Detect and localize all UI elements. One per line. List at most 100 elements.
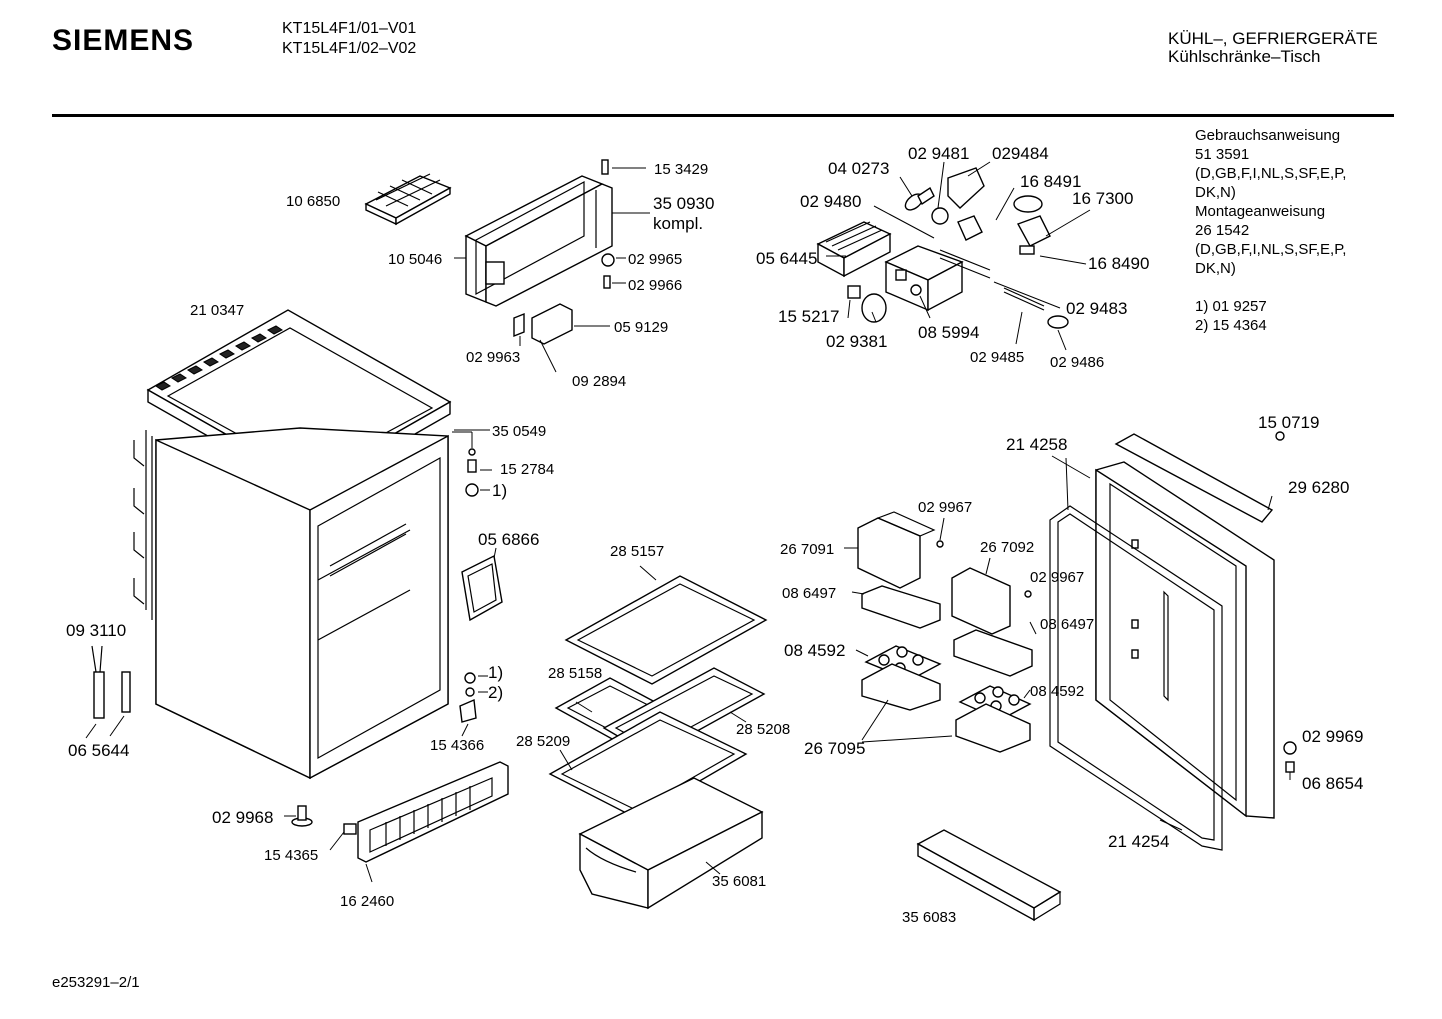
part-label: 05 6445 xyxy=(756,249,817,268)
part-label: 09 3110 xyxy=(66,621,126,640)
part-label: 21 4254 xyxy=(1108,832,1169,851)
door-shelf-086497-b xyxy=(953,621,1037,677)
part-label: 16 8490 xyxy=(1088,254,1149,273)
note-line: (D,GB,F,I,NL,S,SF,E,P, xyxy=(1195,241,1347,258)
note-line: 26 1542 xyxy=(1195,222,1250,239)
model-number-1: KT15L4F1/01–V01 xyxy=(282,20,417,37)
part-label: 08 6497 xyxy=(782,585,836,602)
part-label: 15 2784 xyxy=(500,461,554,478)
note-line: 2) 15 4364 xyxy=(1195,317,1267,334)
category-title: KÜHL–, GEFRIERGERÄTE xyxy=(1168,29,1378,48)
note-line: 51 3591 xyxy=(1195,146,1250,163)
part-label: 02 9485 xyxy=(970,349,1024,366)
header-divider xyxy=(52,114,1394,117)
adjustable-foot xyxy=(284,805,313,827)
handle-strip xyxy=(1114,431,1285,523)
part-label: 28 5157 xyxy=(610,543,664,560)
part-label: 35 6083 xyxy=(902,909,956,926)
part-label: 02 9965 xyxy=(628,251,682,268)
part-label: 08 4592 xyxy=(1030,683,1084,700)
glass-shelf-285157 xyxy=(564,565,768,685)
part-label: 08 6497 xyxy=(1040,616,1094,633)
ice-cube-tray xyxy=(364,173,452,226)
part-label: 10 5046 xyxy=(388,251,442,268)
part-label: 26 7091 xyxy=(780,541,834,558)
part-label: 09 2894 xyxy=(572,373,626,390)
part-label: 10 6850 xyxy=(286,193,340,210)
part-label: 15 0719 xyxy=(1258,413,1319,432)
refrigerator-cabinet xyxy=(133,309,452,780)
door-shelf-086497-a xyxy=(851,585,941,629)
part-label: 02 9486 xyxy=(1050,354,1104,371)
part-label: 08 4592 xyxy=(784,641,845,660)
part-label: 06 8654 xyxy=(1302,774,1363,793)
part-label: 2) xyxy=(488,683,503,702)
crisper-drawer xyxy=(578,777,764,910)
part-label: 15 5217 xyxy=(778,307,839,326)
part-label: 08 5994 xyxy=(918,323,979,342)
documentation-notes: Gebrauchsanweisung 51 3591 (D,GB,F,I,NL,… xyxy=(1195,126,1346,335)
refrigerator-door xyxy=(1095,461,1275,819)
part-label: 05 6866 xyxy=(478,530,539,549)
part-label: 16 2460 xyxy=(340,893,394,910)
note-line: 1) 01 9257 xyxy=(1195,298,1267,315)
part-label: 1) xyxy=(492,481,507,500)
document-id: e253291–2/1 xyxy=(52,974,140,991)
glass-shelf-285209 xyxy=(548,711,748,819)
part-label: 06 5644 xyxy=(68,741,129,760)
bottle-shelf-356083 xyxy=(916,829,1062,922)
part-label: 02 9963 xyxy=(466,349,520,366)
part-label: 16 7300 xyxy=(1072,189,1133,208)
butter-compartment-267092 xyxy=(951,557,1032,635)
brand-logo: SIEMENS xyxy=(52,24,195,57)
part-label: 02 9969 xyxy=(1302,727,1363,746)
part-label: 02 9967 xyxy=(918,499,972,516)
power-cord-and-sensor xyxy=(85,645,131,739)
part-label: 1) xyxy=(488,663,503,682)
part-label: 05 9129 xyxy=(614,319,668,336)
screws-cabinet-top xyxy=(452,429,492,497)
part-label: 029484 xyxy=(992,144,1049,163)
butter-compartment-267091 xyxy=(844,511,945,589)
freezer-door-assembly xyxy=(464,175,613,307)
part-label: 02 9966 xyxy=(628,277,682,294)
part-label: 35 0930 xyxy=(653,194,714,213)
part-label: 28 5158 xyxy=(548,665,602,682)
part-label: 26 7092 xyxy=(980,539,1034,556)
part-label: 02 9481 xyxy=(908,144,969,163)
category-subtitle: Kühlschränke–Tisch xyxy=(1168,47,1321,66)
part-label: 16 8491 xyxy=(1020,172,1081,191)
part-label: 15 3429 xyxy=(654,161,708,178)
part-label: 35 6081 xyxy=(712,873,766,890)
part-label: 02 9381 xyxy=(826,332,887,351)
model-number-2: KT15L4F1/02–V02 xyxy=(282,40,417,57)
door-gasket xyxy=(1049,505,1223,851)
part-label: 02 9483 xyxy=(1066,299,1127,318)
part-label: 02 9480 xyxy=(800,192,861,211)
part-label: 02 9968 xyxy=(212,808,273,827)
part-label: 21 0347 xyxy=(190,302,244,319)
part-label: 15 4365 xyxy=(264,847,318,864)
part-label: 29 6280 xyxy=(1288,478,1349,497)
part-label: 04 0273 xyxy=(828,159,889,178)
part-label: 35 0549 xyxy=(492,423,546,440)
hinge-parts xyxy=(513,253,626,345)
egg-tray-084592-a xyxy=(855,645,942,711)
part-label: 02 9967 xyxy=(1030,569,1084,586)
part-label: 28 5209 xyxy=(516,733,570,750)
part-label: 26 7095 xyxy=(804,739,865,758)
note-line: DK,N) xyxy=(1195,184,1236,201)
egg-tray-084592-b xyxy=(955,685,1032,753)
screw-153429 xyxy=(601,159,646,175)
thermostat-light-assembly xyxy=(816,167,1069,329)
door-latch xyxy=(485,261,505,285)
door-screw-parts xyxy=(1283,741,1297,780)
note-line: Gebrauchsanweisung xyxy=(1195,127,1341,144)
ventilation-grille xyxy=(329,761,509,863)
part-label: 15 4366 xyxy=(430,737,484,754)
rear-cover-plate xyxy=(461,554,503,622)
note-line: (D,GB,F,I,NL,S,SF,E,P, xyxy=(1195,165,1347,182)
note-line: DK,N) xyxy=(1195,260,1236,277)
